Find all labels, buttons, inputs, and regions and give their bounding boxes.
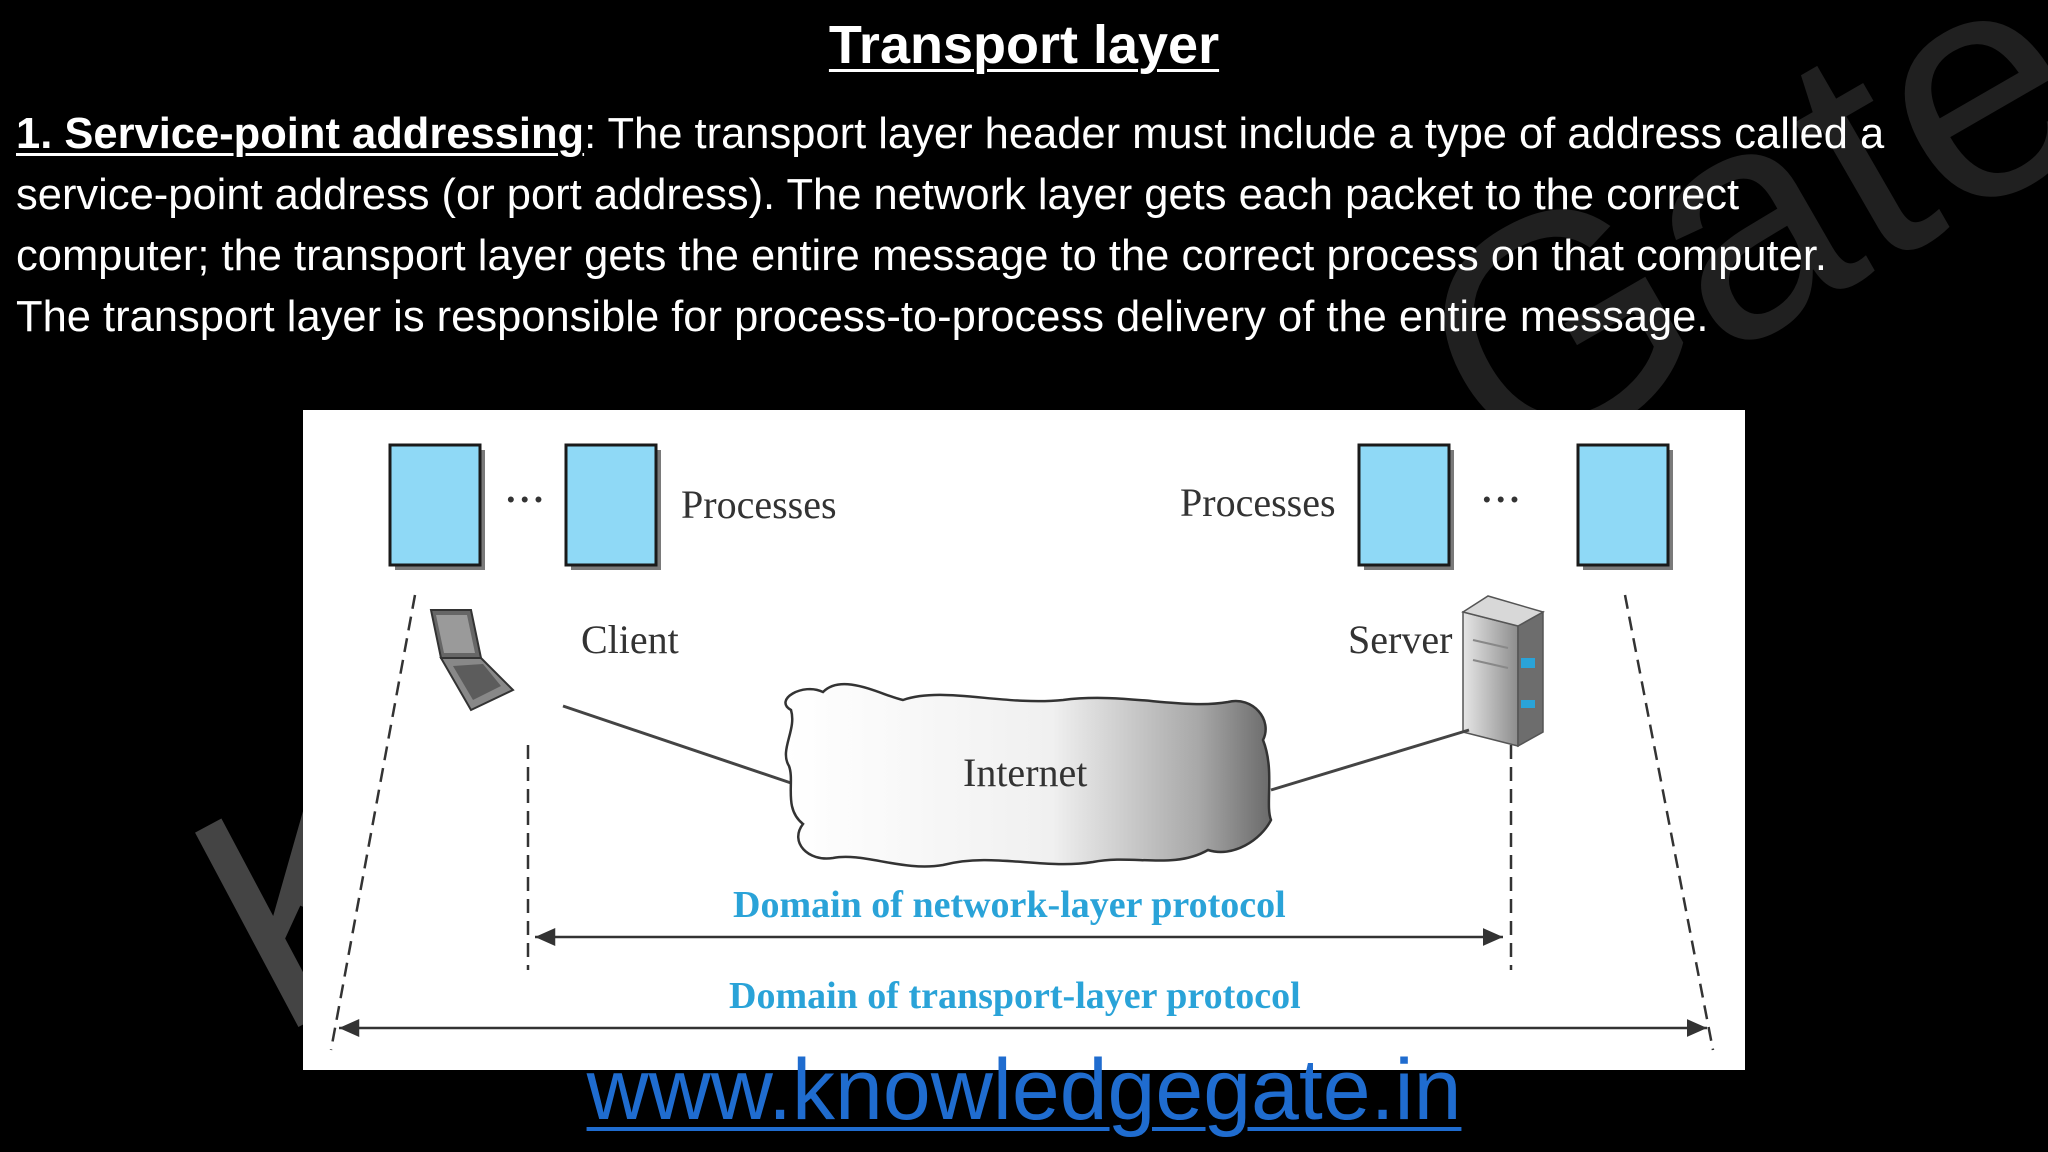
server-link	[1270, 728, 1470, 792]
process-box-right-2	[1576, 443, 1673, 570]
server-label: Server	[1348, 617, 1452, 662]
transport-diagram: • • • Processes Processes • • •	[303, 410, 1745, 1070]
slide-paragraph: 1. Service-point addressing: The transpo…	[16, 104, 2036, 348]
server-tower-icon	[1461, 595, 1545, 748]
network-domain-label: Domain of network-layer protocol	[733, 884, 1286, 926]
website-link[interactable]: www.knowledgegate.in	[586, 1042, 1462, 1138]
internet-label: Internet	[963, 750, 1087, 795]
paragraph-line-4: The transport layer is responsible for p…	[16, 293, 1709, 341]
client-link	[562, 704, 792, 785]
processes-label-right: Processes	[1180, 480, 1336, 525]
processes-label-left: Processes	[681, 482, 837, 527]
paragraph-line-1: 1. Service-point addressing: The transpo…	[16, 104, 2036, 165]
paragraph-line-2: service-point address (or port address).…	[16, 171, 1740, 219]
laptop-icon	[429, 609, 515, 712]
transport-dashed-left	[329, 594, 417, 1051]
process-box-right-1	[1357, 443, 1454, 570]
ellipsis-left: • • •	[507, 487, 542, 512]
process-box-left-1	[388, 443, 485, 570]
slide-title: Transport layer	[828, 15, 1220, 75]
paragraph-line-1-text: : The transport layer header must includ…	[584, 110, 1885, 158]
paragraph-line-3: computer; the transport layer gets the e…	[16, 232, 1828, 280]
cloud-icon	[784, 682, 1273, 868]
client-label: Client	[581, 617, 679, 662]
diagram-svg: • • • Processes Processes • • •	[329, 443, 1715, 1051]
process-box-left-2	[564, 443, 661, 570]
transport-domain-label: Domain of transport-layer protocol	[729, 975, 1301, 1017]
transport-dashed-right	[1623, 594, 1715, 1051]
paragraph-lead: 1. Service-point addressing	[16, 110, 585, 158]
ellipsis-right: • • •	[1483, 487, 1518, 512]
